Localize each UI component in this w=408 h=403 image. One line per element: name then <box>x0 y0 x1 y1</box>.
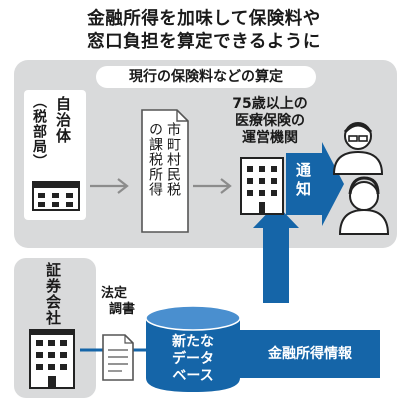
document-icon <box>141 109 189 233</box>
title-line-2: 窓口負担を算定できるように <box>87 32 321 52</box>
building-icon <box>29 329 75 389</box>
database-cylinder-icon <box>145 305 241 392</box>
report-label: 法定 調書 <box>101 286 135 318</box>
database-line-3: ベース <box>172 368 214 384</box>
report-line-2: 調書 <box>109 302 136 317</box>
document-icon <box>102 334 134 381</box>
database-line-1: 新たな <box>172 334 214 350</box>
operator-line-2: 医療保険の <box>235 113 305 129</box>
database-line-2: データ <box>172 351 214 367</box>
upward-arrow <box>253 204 299 303</box>
notice-label: 通知 <box>294 162 312 200</box>
arrow-right-icon <box>193 178 232 194</box>
report-line-1: 法定 <box>101 286 128 301</box>
elderly-people-icon <box>332 122 390 235</box>
notice-arrow <box>286 142 344 226</box>
operator-line-1: 75歳以上の <box>232 96 308 112</box>
database-label: 新たな データ ベース <box>150 334 236 385</box>
operator-line-3: 運営機関 <box>242 130 298 146</box>
office-building-icon <box>240 157 284 215</box>
operator-label: 75歳以上の 医療保険の 運営機関 <box>208 96 332 147</box>
document-line-2: の課税所得 <box>147 122 163 197</box>
finance-info-label: 金融所得情報 <box>268 346 352 362</box>
building-icon <box>32 181 80 211</box>
municipality-dept: （税部局） <box>31 94 47 169</box>
securities-label: 証券会社 <box>44 262 62 326</box>
arrow-right-icon <box>90 178 129 194</box>
document-line-1: 市町村民税 <box>165 122 181 197</box>
municipality-name: 自治体 <box>54 96 72 144</box>
finance-info-box <box>240 330 380 378</box>
title-line-1: 金融所得を加味して保険料や <box>87 9 321 29</box>
panel-label: 現行の保険料などの算定 <box>96 66 316 88</box>
